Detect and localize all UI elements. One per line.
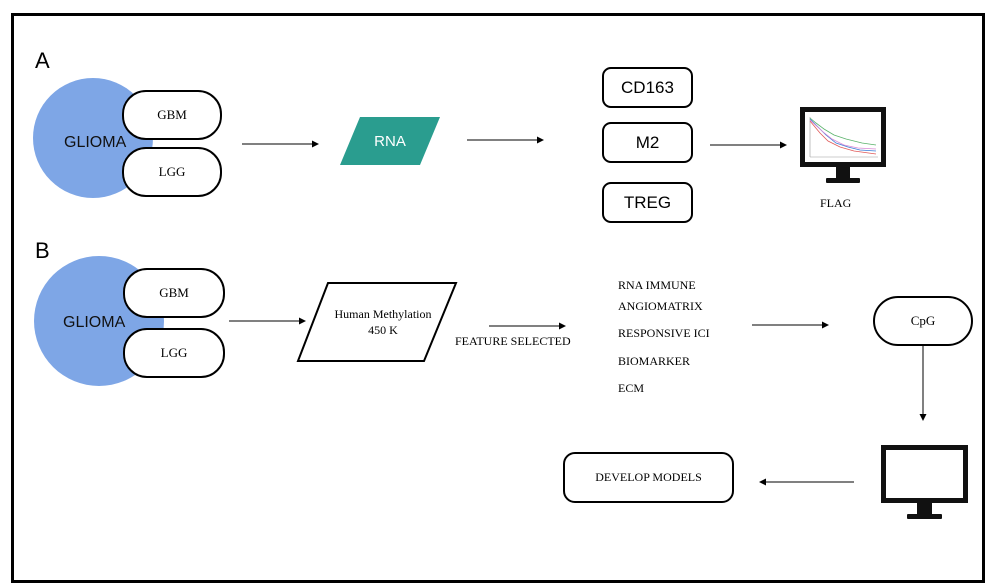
lgg-node-b: LGG bbox=[123, 328, 225, 378]
cpg-node: CpG bbox=[873, 296, 973, 346]
methylation-parallelogram bbox=[296, 282, 458, 362]
glioma-label-b: GLIOMA bbox=[63, 314, 126, 331]
feature-ecm: ECM bbox=[618, 381, 645, 395]
marker-treg: TREG bbox=[602, 182, 693, 223]
monitor-icon bbox=[881, 445, 968, 519]
gbm-node-b: GBM bbox=[123, 268, 225, 318]
methylation-label-line2: 450 K bbox=[368, 323, 398, 337]
marker-m2: M2 bbox=[602, 122, 693, 163]
flag-label: FLAG bbox=[820, 196, 852, 210]
section-a-label: A bbox=[35, 48, 50, 73]
section-b-label: B bbox=[35, 238, 50, 263]
feature-responsive-ici: RESPONSIVE ICI bbox=[618, 326, 710, 340]
develop-models-box: DEVELOP MODELS bbox=[563, 452, 734, 503]
feature-angiomatrix: ANGIOMATRIX bbox=[618, 299, 703, 313]
marker-cd163: CD163 bbox=[602, 67, 693, 108]
glioma-label-a: GLIOMA bbox=[64, 134, 127, 151]
lgg-node-a: LGG bbox=[122, 147, 222, 197]
methylation-label-line1: Human Methylation bbox=[334, 307, 432, 321]
rna-label: RNA bbox=[374, 132, 406, 150]
feature-rna-immune: RNA IMMUNE bbox=[618, 278, 696, 292]
rna-parallelogram bbox=[340, 117, 440, 165]
gbm-node-a: GBM bbox=[122, 90, 222, 140]
monitor-plot-icon bbox=[800, 107, 886, 183]
feature-biomarker: BIOMARKER bbox=[618, 354, 691, 368]
connector-arrows bbox=[229, 136, 927, 486]
feature-selected-label: FEATURE SELECTED bbox=[455, 334, 571, 348]
